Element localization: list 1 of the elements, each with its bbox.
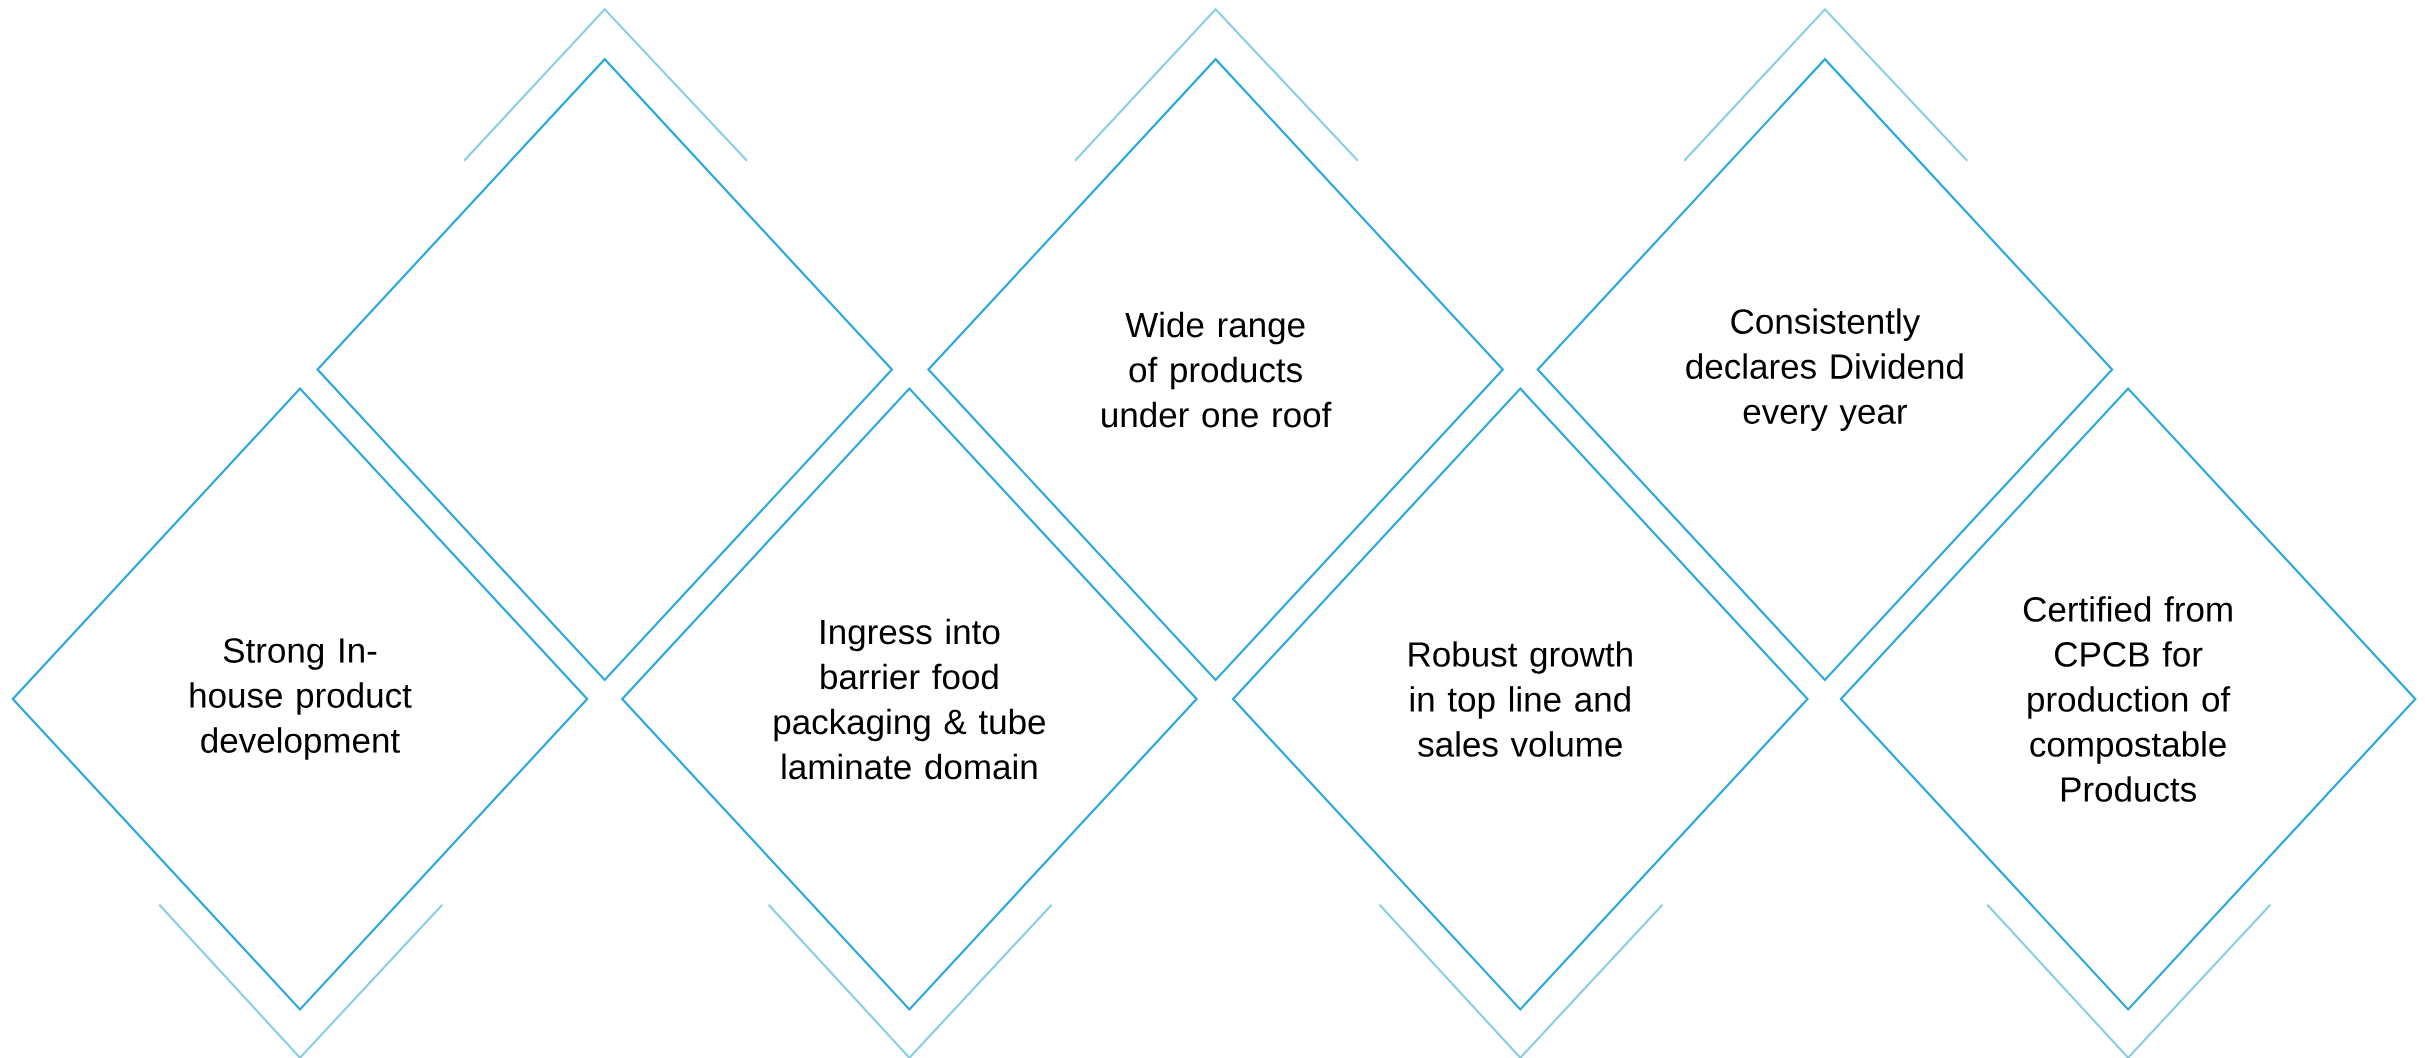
diamond-box: Strong In-house product development: [11, 387, 589, 1011]
